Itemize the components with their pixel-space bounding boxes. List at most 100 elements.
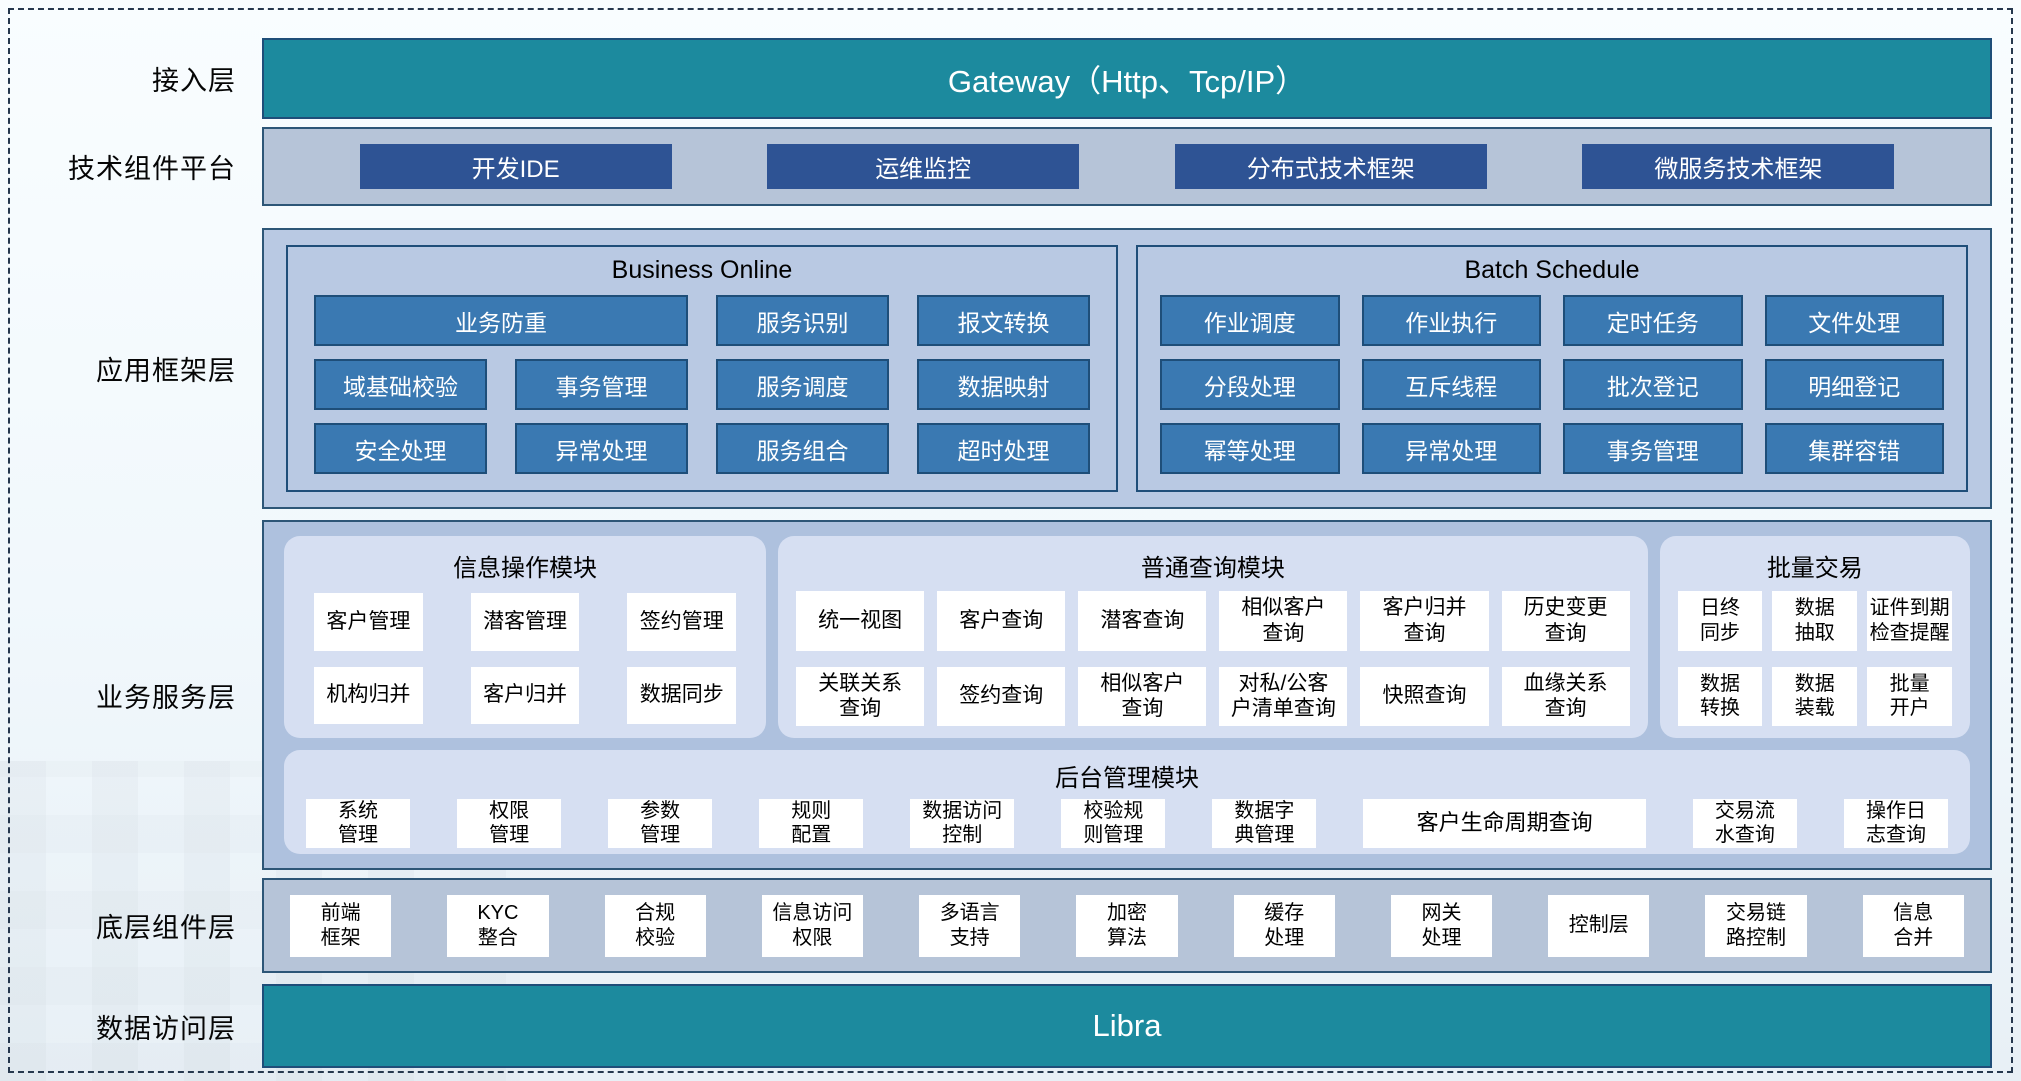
module-button: 相似客户 查询 xyxy=(1078,666,1207,726)
admin-button: 客户生命周期查询 xyxy=(1363,799,1646,848)
module-button: 客户归并 查询 xyxy=(1360,591,1489,651)
batch-schedule-panel: Batch Schedule 作业调度 作业执行 定时任务 文件处理 分段处理 … xyxy=(1136,245,1968,492)
business-service-container: 信息操作模块 客户管理 潜客管理 签约管理 机构归并 客户归并 数据同步 普通查… xyxy=(262,520,1992,870)
access-layer-band: 接入层 Gateway（Http、Tcp/IP） xyxy=(0,38,2021,119)
bs-button: 分段处理 xyxy=(1160,359,1340,410)
tech-platform-band: 技术组件平台 开发IDE 运维监控 分布式技术框架 微服务技术框架 xyxy=(0,127,2021,206)
module-button: 数据 转换 xyxy=(1677,666,1763,726)
tech-item-distributed-framework: 分布式技术框架 xyxy=(1174,144,1487,189)
common-query-module-title: 普通查询模块 xyxy=(1140,555,1285,582)
layer-label-data-access: 数据访问层 xyxy=(96,1013,236,1044)
admin-button: 交易流 水查询 xyxy=(1692,799,1797,848)
bo-button: 域基础校验 xyxy=(314,359,487,410)
bo-button: 业务防重 xyxy=(314,295,688,346)
tech-item-ops-monitor: 运维监控 xyxy=(767,144,1080,189)
business-online-panel: Business Online 业务防重 服务识别 报文转换 域基础校验 事务管… xyxy=(286,245,1118,492)
module-button: 快照查询 xyxy=(1360,666,1489,726)
info-operation-module-title: 信息操作模块 xyxy=(453,555,598,582)
bo-button: 报文转换 xyxy=(917,295,1090,346)
module-button: 相似客户 查询 xyxy=(1219,591,1348,651)
module-button: 批量 开户 xyxy=(1867,666,1953,726)
common-query-module: 普通查询模块 统一视图 客户查询 潜客查询 相似客户 查询 客户归并 查询 历史… xyxy=(778,536,1648,738)
module-button: 数据 抽取 xyxy=(1772,591,1858,651)
base-button: 信息 合并 xyxy=(1862,894,1964,957)
info-operation-module: 信息操作模块 客户管理 潜客管理 签约管理 机构归并 客户归并 数据同步 xyxy=(284,536,767,738)
bs-button: 明细登记 xyxy=(1764,359,1944,410)
module-button: 数据同步 xyxy=(627,666,737,724)
module-button: 证件到期 检查提醒 xyxy=(1867,591,1953,651)
common-query-grid: 统一视图 客户查询 潜客查询 相似客户 查询 客户归并 查询 历史变更 查询 关… xyxy=(796,591,1630,726)
data-access-band: 数据访问层 Libra xyxy=(0,984,2021,1068)
bs-button: 定时任务 xyxy=(1563,295,1743,346)
module-button: 潜客查询 xyxy=(1078,591,1207,651)
app-framework-band: 应用框架层 Business Online 业务防重 服务识别 报文转换 域基础… xyxy=(0,228,2021,509)
batch-trade-grid: 日终 同步 数据 抽取 证件到期 检查提醒 数据 转换 数据 装载 批量 开户 xyxy=(1677,591,1953,726)
business-service-band: 业务服务层 信息操作模块 客户管理 潜客管理 签约管理 机构归并 客户归并 数据… xyxy=(0,520,2021,870)
tech-item-dev-ide: 开发IDE xyxy=(359,144,672,189)
layer-label-tech-platform: 技术组件平台 xyxy=(68,154,236,184)
base-component-container: 前端 框架 KYC 整合 合规 校验 信息访问 权限 多语言 支持 加密 算法 … xyxy=(262,878,1992,973)
info-operation-grid: 客户管理 潜客管理 签约管理 机构归并 客户归并 数据同步 xyxy=(302,591,748,726)
bo-button: 事务管理 xyxy=(515,359,688,410)
admin-button: 权限 管理 xyxy=(457,799,562,848)
bs-button: 集群容错 xyxy=(1764,423,1944,474)
module-button: 历史变更 查询 xyxy=(1501,591,1630,651)
bo-button: 数据映射 xyxy=(917,359,1090,410)
business-online-grid: 业务防重 服务识别 报文转换 域基础校验 事务管理 服务调度 数据映射 安全处理… xyxy=(288,290,1116,490)
admin-management-module-title: 后台管理模块 xyxy=(1055,765,1199,792)
bs-button: 作业执行 xyxy=(1361,295,1541,346)
bs-button: 事务管理 xyxy=(1563,423,1743,474)
bo-button: 服务识别 xyxy=(716,295,889,346)
base-button: 网关 处理 xyxy=(1390,894,1493,957)
module-button: 签约查询 xyxy=(937,666,1066,726)
bo-button: 超时处理 xyxy=(917,423,1090,474)
bs-button: 文件处理 xyxy=(1764,295,1944,346)
base-button: 合规 校验 xyxy=(604,894,706,957)
base-button: 信息访问 权限 xyxy=(761,894,864,957)
bo-button: 异常处理 xyxy=(515,423,688,474)
admin-management-module: 后台管理模块 系统 管理 权限 管理 参数 管理 规则 配置 数据访问 控制 校… xyxy=(284,750,1970,854)
admin-management-row: 系统 管理 权限 管理 参数 管理 规则 配置 数据访问 控制 校验规 则管理 … xyxy=(302,799,1952,848)
layer-label-base-component: 底层组件层 xyxy=(96,913,236,943)
layer-label-app-framework: 应用框架层 xyxy=(96,356,236,386)
admin-button: 操作日 志查询 xyxy=(1843,799,1949,848)
base-component-band: 底层组件层 前端 框架 KYC 整合 合规 校验 信息访问 权限 多语言 支持 … xyxy=(0,878,2021,973)
bo-button: 服务调度 xyxy=(716,359,889,410)
base-button: 多语言 支持 xyxy=(919,894,1021,957)
admin-button: 参数 管理 xyxy=(608,799,713,848)
tech-item-microservice-framework: 微服务技术框架 xyxy=(1582,144,1895,189)
module-button: 血缘关系 查询 xyxy=(1501,666,1630,726)
admin-button: 数据访问 控制 xyxy=(910,799,1015,848)
base-button: 加密 算法 xyxy=(1076,894,1178,957)
module-button: 关联关系 查询 xyxy=(796,666,925,726)
layer-label-business-service: 业务服务层 xyxy=(96,682,236,713)
module-button: 客户管理 xyxy=(314,593,423,651)
batch-schedule-title: Batch Schedule xyxy=(1464,256,1640,284)
admin-button: 数据字 典管理 xyxy=(1212,799,1317,848)
module-button: 对私/公客 户清单查询 xyxy=(1219,666,1348,726)
base-button: 控制层 xyxy=(1548,894,1650,957)
module-button: 机构归并 xyxy=(314,666,423,724)
bo-button: 服务组合 xyxy=(716,423,889,474)
layer-label-access: 接入层 xyxy=(152,66,236,96)
bs-button: 作业调度 xyxy=(1160,295,1340,346)
module-button: 潜客管理 xyxy=(470,593,580,651)
base-button: KYC 整合 xyxy=(447,894,549,957)
business-online-title: Business Online xyxy=(611,256,793,284)
module-button: 数据 装载 xyxy=(1772,666,1858,726)
tech-platform-container: 开发IDE 运维监控 分布式技术框架 微服务技术框架 xyxy=(262,127,1992,206)
libra-bar: Libra xyxy=(262,984,1992,1068)
batch-schedule-grid: 作业调度 作业执行 定时任务 文件处理 分段处理 互斥线程 批次登记 明细登记 … xyxy=(1138,290,1966,490)
batch-trade-module-title: 批量交易 xyxy=(1766,555,1863,582)
base-button: 交易链 路控制 xyxy=(1705,894,1807,957)
admin-button: 规则 配置 xyxy=(759,799,864,848)
bs-button: 异常处理 xyxy=(1361,423,1541,474)
bs-button: 幂等处理 xyxy=(1160,423,1340,474)
admin-button: 校验规 则管理 xyxy=(1061,799,1166,848)
module-button: 客户查询 xyxy=(937,591,1066,651)
base-button: 前端 框架 xyxy=(290,894,392,957)
business-modules-row: 信息操作模块 客户管理 潜客管理 签约管理 机构归并 客户归并 数据同步 普通查… xyxy=(284,536,1971,738)
bs-button: 互斥线程 xyxy=(1361,359,1541,410)
batch-trade-module: 批量交易 日终 同步 数据 抽取 证件到期 检查提醒 数据 转换 数据 装载 批… xyxy=(1659,536,1971,738)
